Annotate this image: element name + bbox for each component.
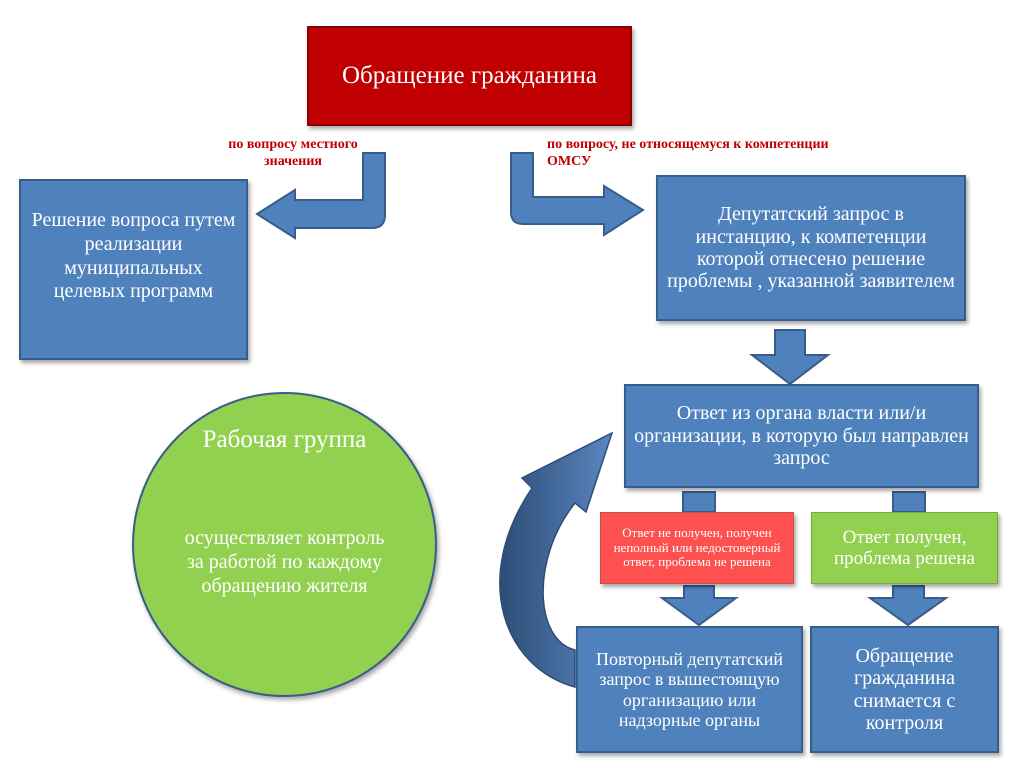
curved-return-arrow — [499, 431, 614, 688]
arrow-to-left-box — [255, 152, 386, 240]
authority-answer-box: Ответ из органа власти или/и организации… — [624, 384, 979, 488]
working-group-title: Рабочая группа — [202, 426, 367, 453]
working-group-description: осуществляет контроль за работой по кажд… — [184, 527, 385, 597]
deputy-request-box: Депутатский запрос в инстанцию, к компет… — [656, 175, 966, 321]
answer-received-text: Ответ получен, проблема решена — [834, 526, 975, 569]
citizen-appeal-text: Обращение гражданина — [342, 62, 597, 90]
non-competence-label: по вопросу, не относящемуся к компетенци… — [547, 137, 829, 169]
answer-received-box: Ответ получен, проблема решена — [811, 512, 998, 584]
municipal-programs-text: Решение вопроса путем реализации муницип… — [31, 209, 236, 303]
appeal-closed-box: Обращение гражданина снимается с контрол… — [810, 626, 999, 753]
arrow-down-to-repeat — [658, 585, 740, 627]
authority-answer-text: Ответ из органа власти или/и организации… — [634, 402, 969, 470]
local-issue-label: по вопросу местного значения — [228, 137, 358, 169]
arrow-to-right-box — [510, 152, 645, 237]
municipal-programs-box: Решение вопроса путем реализации муницип… — [19, 179, 248, 360]
answer-not-received-text: Ответ не получен, получен неполный или н… — [613, 524, 781, 570]
answer-not-received-box: Ответ не получен, получен неполный или н… — [600, 512, 794, 584]
working-group-circle: Рабочая группа осуществляет контроль за … — [132, 392, 437, 697]
deputy-request-text: Депутатский запрос в инстанцию, к компет… — [667, 203, 955, 293]
repeat-request-box: Повторный депутатский запрос в вышестоящ… — [576, 626, 803, 753]
arrow-down-to-closed — [866, 585, 950, 627]
appeal-closed-text: Обращение гражданина снимается с контрол… — [853, 644, 956, 734]
arrow-down-to-answer — [749, 329, 831, 386]
arrow-down-to-received — [892, 491, 926, 513]
repeat-request-text: Повторный депутатский запрос в вышестоящ… — [595, 649, 783, 730]
arrow-down-to-not-received — [682, 491, 716, 513]
citizen-appeal-box: Обращение гражданина — [307, 26, 632, 126]
